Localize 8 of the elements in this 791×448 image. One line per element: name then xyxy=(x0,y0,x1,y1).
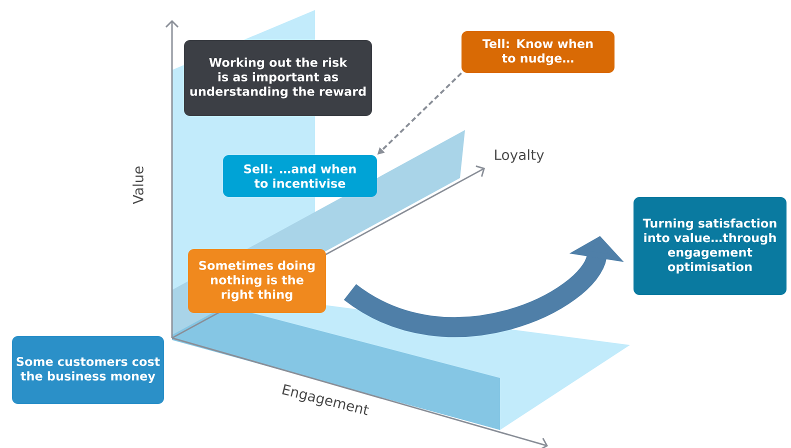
axis-label: Loyalty xyxy=(495,149,544,163)
callout-box: Sometimes doing nothing is the right thing xyxy=(188,249,326,313)
callout-box: Tell: Know when to nudge… xyxy=(462,31,614,73)
callout-box: Turning satisfaction into value…through engagement optimisation xyxy=(634,197,786,295)
axis-label: Value xyxy=(132,166,144,204)
callout-box: Working out the risk is as important as understanding the reward xyxy=(184,40,372,116)
callout-box: Sell: …and when to incentivise xyxy=(223,155,377,197)
callout-box: Some customers cost the business money xyxy=(12,336,164,404)
